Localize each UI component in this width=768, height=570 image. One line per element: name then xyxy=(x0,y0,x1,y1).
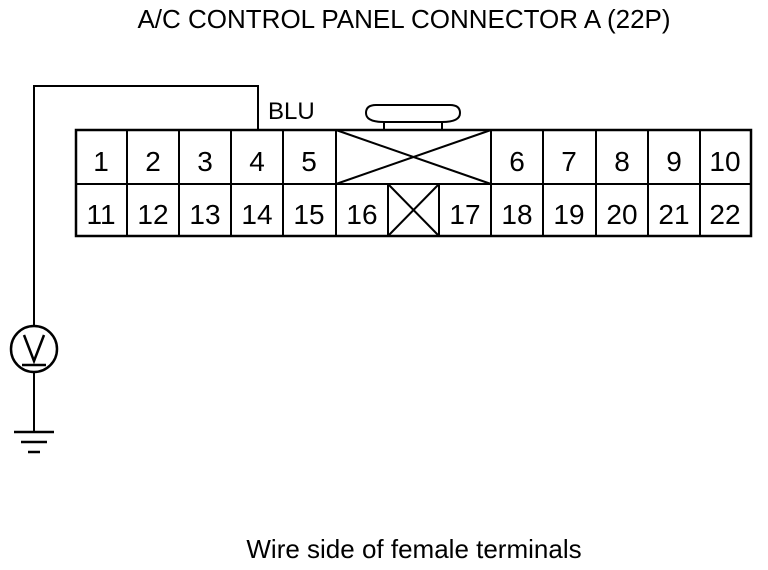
terminal-21: 21 xyxy=(658,199,689,230)
terminal-1: 1 xyxy=(93,146,109,177)
terminal-13: 13 xyxy=(189,199,220,230)
terminal-2: 2 xyxy=(145,146,161,177)
terminal-17: 17 xyxy=(449,199,480,230)
terminal-8: 8 xyxy=(614,146,630,177)
wire-color-label: BLU xyxy=(268,98,315,125)
terminal-22: 22 xyxy=(709,199,740,230)
terminal-11: 11 xyxy=(86,199,115,230)
voltmeter-icon xyxy=(9,324,59,374)
terminal-19: 19 xyxy=(553,199,584,230)
terminal-9: 9 xyxy=(666,146,682,177)
terminal-7: 7 xyxy=(561,146,577,177)
terminal-15: 15 xyxy=(293,199,324,230)
top-row-dividers xyxy=(126,130,701,184)
terminal-18: 18 xyxy=(501,199,532,230)
terminal-12: 12 xyxy=(137,199,168,230)
blank-cavity-top xyxy=(335,129,492,185)
terminal-5: 5 xyxy=(301,146,317,177)
blank-cavity-bottom xyxy=(387,183,440,237)
connector-lock-tab xyxy=(364,104,462,130)
terminal-16: 16 xyxy=(346,199,377,230)
terminal-14: 14 xyxy=(241,199,272,230)
terminal-6: 6 xyxy=(509,146,525,177)
bottom-row-dividers xyxy=(126,184,701,236)
terminal-3: 3 xyxy=(197,146,213,177)
diagram-caption: Wire side of female terminals xyxy=(246,534,582,564)
ground-icon xyxy=(14,430,54,454)
terminal-4: 4 xyxy=(249,146,265,177)
probe-wire xyxy=(33,85,259,326)
terminal-10: 10 xyxy=(709,146,740,177)
diagram-title: A/C CONTROL PANEL CONNECTOR A (22P) xyxy=(137,4,671,34)
terminal-20: 20 xyxy=(606,199,637,230)
